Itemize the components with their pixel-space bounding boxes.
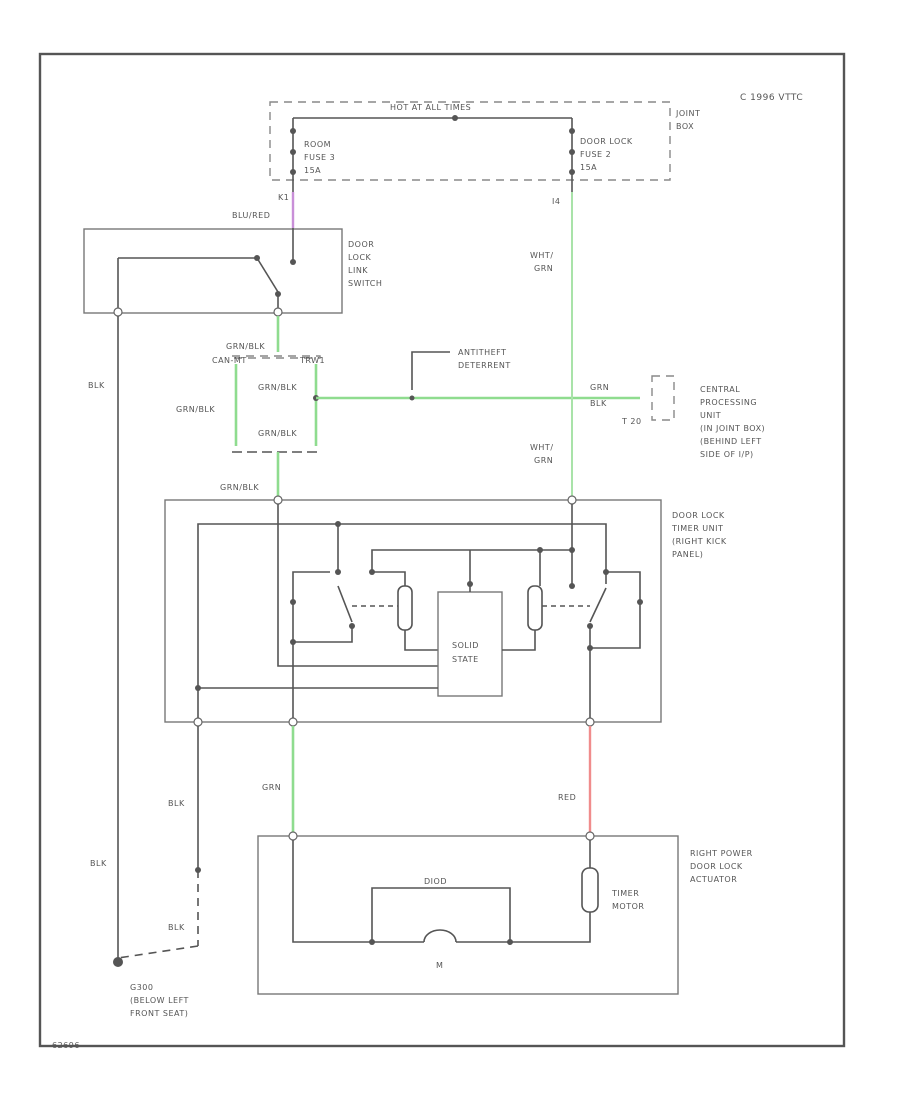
actuator-label-3: ACTUATOR bbox=[690, 875, 737, 884]
link-switch-label-1: DOOR bbox=[348, 240, 374, 249]
pin-i4-label: I4 bbox=[552, 197, 560, 206]
motor-icon bbox=[423, 929, 457, 943]
diagram-frame bbox=[38, 52, 846, 1048]
ground-label-2: (BELOW LEFT bbox=[130, 996, 189, 1005]
wht-grn-top-label-1: WHT/ bbox=[530, 251, 554, 260]
wht-grn-mid-label-2: GRN bbox=[534, 456, 553, 465]
door-lock-fuse-line-2: FUSE 2 bbox=[580, 150, 611, 159]
hot-at-all-times-label: HOT AT ALL TIMES bbox=[390, 103, 471, 112]
antitheft-leader bbox=[411, 351, 450, 390]
cpu-label-4: (IN JOINT BOX) bbox=[700, 424, 765, 433]
timer-unit-label-3: (RIGHT KICK bbox=[672, 537, 727, 546]
actuator-label-2: DOOR LOCK bbox=[690, 862, 743, 871]
timer-unit-label-2: TIMER UNIT bbox=[671, 524, 723, 533]
cpu-label-3: UNIT bbox=[700, 411, 721, 420]
cpu-label-2: PROCESSING bbox=[700, 398, 757, 407]
central-processing-unit: CENTRAL PROCESSING UNIT (IN JOINT BOX) (… bbox=[651, 375, 765, 459]
door-lock-timer-unit: SOLID STATE DOOR LOCK TIMER UNIT (RIGHT … bbox=[164, 495, 727, 727]
ground-label-1: G300 bbox=[130, 983, 153, 992]
blk-left-label: BLK bbox=[88, 381, 105, 390]
joint-box: HOT AT ALL TIMES ROOM FUSE 3 15A DOOR LO… bbox=[269, 101, 700, 206]
link-switch-blk-terminal bbox=[113, 307, 123, 317]
actuator-label-1: RIGHT POWER bbox=[690, 849, 753, 858]
door-lock-link-switch: DOOR LOCK LINK SWITCH bbox=[83, 228, 382, 314]
timer-motor-label-1: TIMER bbox=[611, 889, 639, 898]
pin-k1-label: K1 bbox=[278, 193, 289, 202]
antitheft-label-1: ANTITHEFT bbox=[458, 348, 507, 357]
solid-state-label-2: STATE bbox=[452, 655, 479, 664]
blk-1-label: BLK bbox=[168, 799, 185, 808]
link-switch-label-4: SWITCH bbox=[348, 279, 382, 288]
link-switch-label-3: LINK bbox=[348, 266, 368, 275]
wht-grn-top-label-2: GRN bbox=[534, 264, 553, 273]
red-label: RED bbox=[558, 793, 576, 802]
grn-blk-top-label: GRN/BLK bbox=[226, 342, 265, 351]
grn-blk-bottom-label: GRN/BLK bbox=[220, 483, 259, 492]
cpu-pin-label: T 20 bbox=[621, 417, 642, 426]
antitheft-label-2: DETERRENT bbox=[458, 361, 511, 370]
grn-blk-center-1-label: GRN/BLK bbox=[258, 383, 297, 392]
cpu-label-6: SIDE OF I/P) bbox=[700, 450, 754, 459]
timer-motor-icon bbox=[581, 867, 599, 913]
grn-blk-center-2-label: GRN/BLK bbox=[258, 429, 297, 438]
motor-label: M bbox=[436, 961, 443, 970]
door-lock-fuse-line-1: DOOR LOCK bbox=[580, 137, 633, 146]
splice-left-label: CAN-MT bbox=[212, 356, 247, 365]
ground-label-3: FRONT SEAT) bbox=[130, 1009, 188, 1018]
room-fuse-line-1: ROOM bbox=[304, 140, 331, 149]
timer-motor-label-2: MOTOR bbox=[612, 902, 644, 911]
room-fuse-line-3: 15A bbox=[304, 166, 321, 175]
grn-blk-mid-left-label: GRN/BLK bbox=[176, 405, 215, 414]
grn-blk-cpu-label-2: BLK bbox=[590, 399, 607, 408]
blk-2-label: BLK bbox=[90, 859, 107, 868]
cpu-label-5: (BEHIND LEFT bbox=[700, 437, 762, 446]
joint-box-label-1: JOINT bbox=[675, 109, 700, 118]
diode-label: DIOD bbox=[424, 877, 447, 886]
timer-unit-label-4: PANEL) bbox=[672, 550, 703, 559]
grn-blk-cpu-label-1: GRN bbox=[590, 383, 609, 392]
door-lock-fuse-line-3: 15A bbox=[580, 163, 597, 172]
timer-unit-label-1: DOOR LOCK bbox=[672, 511, 725, 520]
joint-box-label-2: BOX bbox=[676, 122, 694, 131]
room-fuse-line-2: FUSE 3 bbox=[304, 153, 335, 162]
splice-block: CAN-MT TRW1 GRN/BLK GRN/BLK GRN/BLK bbox=[176, 355, 325, 453]
ground-g300-icon bbox=[113, 957, 123, 967]
grn-label: GRN bbox=[262, 783, 281, 792]
blk-3-label: BLK bbox=[168, 923, 185, 932]
link-switch-grn-terminal bbox=[273, 307, 283, 317]
wht-grn-mid-label-1: WHT/ bbox=[530, 443, 554, 452]
splice-right-label: TRW1 bbox=[299, 356, 325, 365]
link-switch-label-2: LOCK bbox=[348, 253, 372, 262]
cpu-label-1: CENTRAL bbox=[700, 385, 740, 394]
solid-state-label-1: SOLID bbox=[452, 641, 479, 650]
footer-code: 62696 bbox=[52, 1041, 80, 1050]
blu-red-label: BLU/RED bbox=[232, 211, 270, 220]
door-lock-actuator: DIOD M TIMER MOTOR RIGHT POWER DOOR LOCK… bbox=[257, 831, 753, 995]
copyright-label: C 1996 VTTC bbox=[740, 93, 803, 103]
